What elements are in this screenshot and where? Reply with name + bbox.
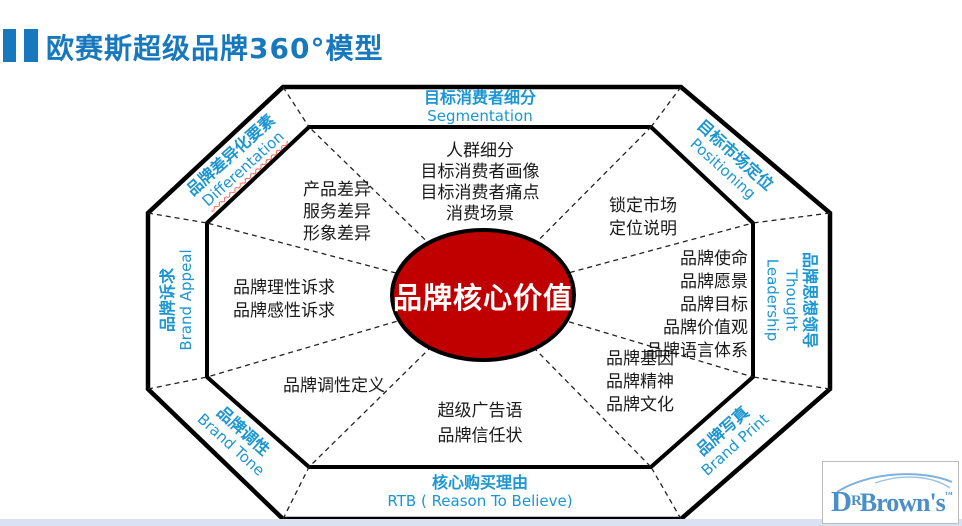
core-value-label: 品牌核心价值 — [392, 281, 574, 315]
logo-letter: Brown's — [859, 488, 946, 517]
sector-text-line: 品牌基因 — [606, 349, 674, 369]
footer-strip — [0, 519, 962, 526]
sector-text-line: 产品差异 — [303, 180, 371, 200]
band-zh-label: 品牌诉求 — [158, 268, 177, 333]
sector-positioning-items: 锁定市场 定位说明 — [609, 195, 677, 241]
sector-text-line: 形象差异 — [303, 224, 371, 244]
sector-segmentation-items: 人群细分 目标消费者画像 目标消费者痛点 消费场景 — [421, 141, 540, 225]
corner-dashed-connectors — [147, 86, 831, 520]
sector-text-line: 品牌感性诉求 — [233, 301, 335, 321]
sector-text-line: 定位说明 — [609, 219, 677, 239]
band-en-label: Brand Appeal — [177, 249, 195, 351]
band-en-label: Segmentation — [427, 107, 533, 125]
sector-text-line: 超级广告语 — [437, 401, 523, 421]
band-label-segmentation: 目标消费者细分 Segmentation — [424, 88, 536, 126]
page-title: 欧赛斯超级品牌360°模型 — [46, 32, 384, 65]
sector-text-line: 服务差异 — [303, 202, 371, 222]
sector-text-line: 品牌价值观 — [663, 318, 748, 338]
sector-text-line: 品牌精神 — [606, 372, 674, 392]
band-label-brand-appeal: 品牌诉求 Brand Appeal — [158, 249, 196, 350]
sector-brand-tone-items: 品牌调性定义 — [283, 376, 385, 397]
sector-text-line: 品牌调性定义 — [283, 376, 385, 396]
band-en-label: Leadership — [763, 258, 782, 342]
sector-brand-appeal-items: 品牌理性诉求 品牌感性诉求 — [233, 277, 335, 323]
sector-thought-leadership-items: 品牌使命 品牌愿景 品牌目标 品牌价值观 品牌语言体系 — [646, 248, 748, 363]
sector-text-line: 品牌文化 — [606, 395, 674, 415]
logo-letter: D — [831, 486, 852, 518]
core-value-ellipse — [390, 228, 576, 362]
sector-brand-print-items: 品牌基因 品牌精神 品牌文化 — [606, 348, 674, 417]
drbrowns-logo: DRBrown's™ — [822, 461, 959, 524]
band-zh-label: 目标消费者细分 — [423, 88, 537, 107]
band-zh-label: 核心购买理由 — [431, 473, 528, 492]
sector-text-line: 品牌目标 — [680, 295, 748, 315]
sector-text-line: 锁定市场 — [609, 196, 677, 216]
sector-text-line: 品牌使命 — [680, 249, 748, 269]
sector-text-line: 品牌理性诉求 — [233, 278, 335, 298]
sector-text-line: 目标消费者画像 — [420, 162, 540, 182]
band-label-thought-leadership: 品牌思想领导 Thought Leadership — [763, 252, 820, 348]
sector-text-line: 消费场景 — [446, 204, 514, 224]
sector-text-line: 品牌信任状 — [437, 426, 523, 446]
band-en-label: RTB ( Reason To Believe) — [387, 492, 573, 510]
drbrowns-logo-text: DRBrown's™ — [831, 486, 953, 519]
band-en-label: Thought — [782, 268, 801, 332]
sector-text-line: 品牌语言体系 — [646, 341, 748, 361]
title-accent-bar — [24, 29, 38, 62]
band-zh-label: 品牌思想领导 — [800, 251, 820, 349]
band-label-rtb: 核心购买理由 RTB ( Reason To Believe) — [387, 473, 572, 511]
sector-text-line: 目标消费者痛点 — [420, 183, 540, 203]
swoosh-icon — [836, 473, 953, 493]
sector-text-line: 人群细分 — [446, 141, 514, 161]
sector-differentiation-items: 产品差异 服务差异 形象差异 — [303, 179, 371, 245]
trademark-mark: ™ — [944, 490, 953, 499]
title-accent-bar — [3, 29, 16, 62]
logo-letter: R — [850, 493, 862, 509]
sector-text-line: 品牌愿景 — [680, 272, 748, 292]
sector-rtb-items: 超级广告语 品牌信任状 — [438, 399, 523, 449]
